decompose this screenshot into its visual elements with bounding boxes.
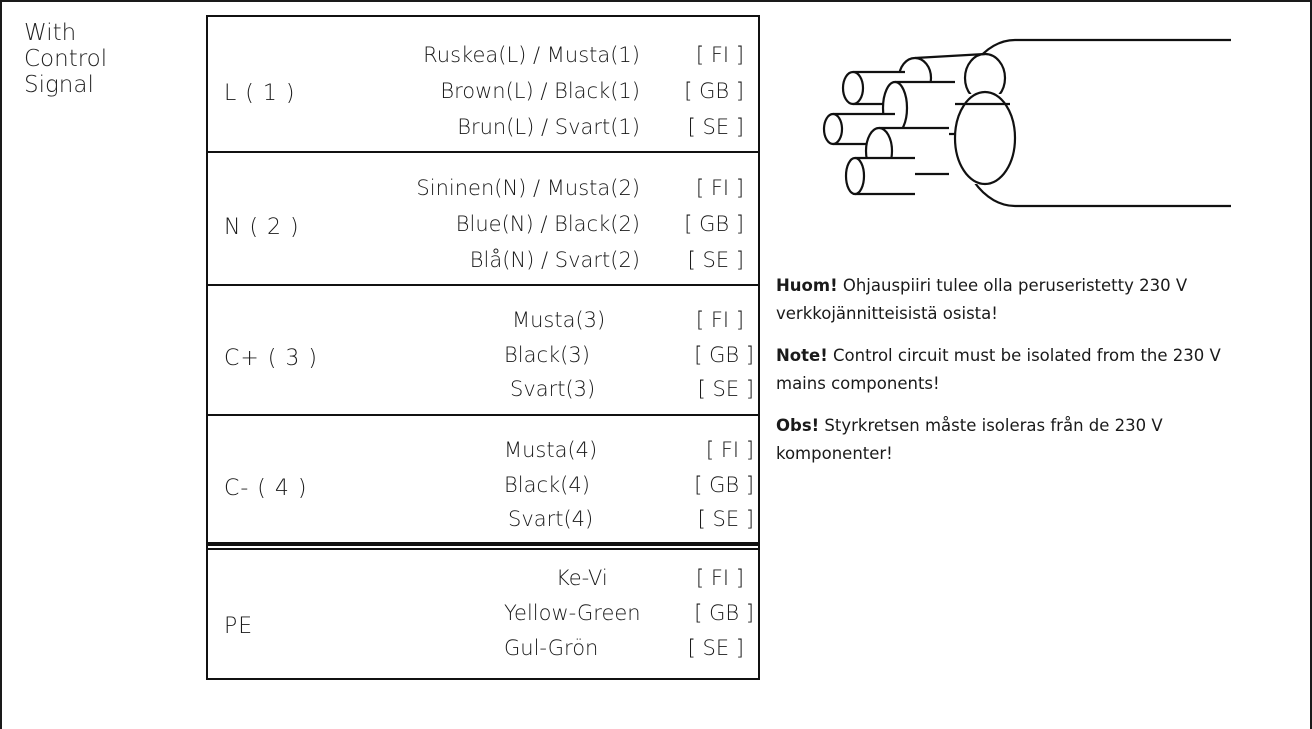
wire-color: Brown(L) / Black(1)	[440, 79, 640, 103]
terminal-label: C- ( 4 )	[224, 476, 308, 501]
language-tag: [ FI ]	[695, 43, 744, 67]
side-label-line-3: Signal	[24, 72, 94, 98]
table-row-pe-divider	[208, 544, 758, 546]
language-tag: [ SE ]	[687, 636, 744, 660]
note-se-text: Styrkretsen måste isoleras från de 230 V…	[776, 416, 1163, 463]
terminal-label: N ( 2 )	[224, 215, 300, 240]
wire-core-lower	[844, 156, 915, 196]
wire-color: Gul-Grön	[504, 636, 599, 660]
language-tag: [ SE ]	[697, 377, 754, 401]
language-tag: [ GB ]	[694, 473, 754, 497]
note-gb-label: Note!	[776, 346, 828, 365]
wire-color: Sininen(N) / Musta(2)	[416, 176, 640, 200]
wire-color: Black(3)	[504, 343, 590, 367]
language-tag: [ FI ]	[695, 566, 744, 590]
note-se-label: Obs!	[776, 416, 820, 435]
table-row-c-minus: C- ( 4 ) Musta(4) [ FI ] Black(4) [ GB ]…	[208, 414, 758, 544]
terminal-label: L ( 1 )	[224, 81, 296, 106]
wire-color: Yellow-Green	[504, 601, 641, 625]
note-gb: Note! Control circuit must be isolated f…	[776, 342, 1256, 398]
note-fi-label: Huom!	[776, 276, 838, 295]
wire-core-right	[953, 90, 1017, 186]
wire-core-middle-back	[881, 80, 955, 136]
wire-color: Musta(4)	[504, 438, 598, 462]
language-tag: [ GB ]	[684, 212, 744, 236]
language-tag: [ FI ]	[695, 308, 744, 332]
language-tag: [ SE ]	[697, 507, 754, 531]
language-tag: [ SE ]	[687, 115, 744, 139]
notes: Huom! Ohjauspiiri tulee olla peruseriste…	[776, 272, 1256, 482]
language-tag: [ FI ]	[695, 176, 744, 200]
note-gb-text: Control circuit must be isolated from th…	[776, 346, 1221, 393]
table-row-n: N ( 2 ) Sininen(N) / Musta(2) [ FI ] Blu…	[208, 151, 758, 284]
terminal-label: PE	[224, 614, 254, 639]
wire-color: Blue(N) / Black(2)	[455, 212, 640, 236]
cable-sheath-edge	[1015, 38, 1231, 208]
wire-color: Ke-Vi	[556, 566, 608, 590]
wire-color-table: L ( 1 ) Ruskea(L) / Musta(1) [ FI ] Brow…	[206, 15, 760, 550]
side-label: With Control Signal	[24, 20, 107, 98]
table-row-pe: PE Ke-Vi [ FI ] Yellow-Green [ GB ] Gul-…	[206, 542, 760, 680]
wire-color: Svart(4)	[508, 507, 594, 531]
language-tag: [ GB ]	[684, 79, 744, 103]
note-fi-text: Ohjauspiiri tulee olla peruseristetty 23…	[776, 276, 1188, 323]
note-fi: Huom! Ohjauspiiri tulee olla peruseriste…	[776, 272, 1256, 328]
cable-illustration	[822, 38, 1231, 208]
wire-color: Svart(3)	[510, 377, 596, 401]
terminal-label: C+ ( 3 )	[224, 346, 318, 371]
note-se: Obs! Styrkretsen måste isoleras från de …	[776, 412, 1256, 468]
wire-color: Ruskea(L) / Musta(1)	[423, 43, 640, 67]
side-label-line-1: With	[24, 20, 77, 46]
table-row-c-plus: C+ ( 3 ) Musta(3) [ FI ] Black(3) [ GB ]…	[208, 284, 758, 414]
wire-color: Blå(N) / Svart(2)	[469, 248, 640, 272]
wire-color: Musta(3)	[512, 308, 606, 332]
language-tag: [ FI ]	[705, 438, 754, 462]
wire-color: Black(4)	[504, 473, 590, 497]
table-row-l: L ( 1 ) Ruskea(L) / Musta(1) [ FI ] Brow…	[208, 17, 758, 151]
language-tag: [ GB ]	[694, 343, 754, 367]
side-label-line-2: Control	[24, 46, 108, 72]
language-tag: [ GB ]	[694, 601, 754, 625]
wire-color: Brun(L) / Svart(1)	[457, 115, 640, 139]
language-tag: [ SE ]	[687, 248, 744, 272]
